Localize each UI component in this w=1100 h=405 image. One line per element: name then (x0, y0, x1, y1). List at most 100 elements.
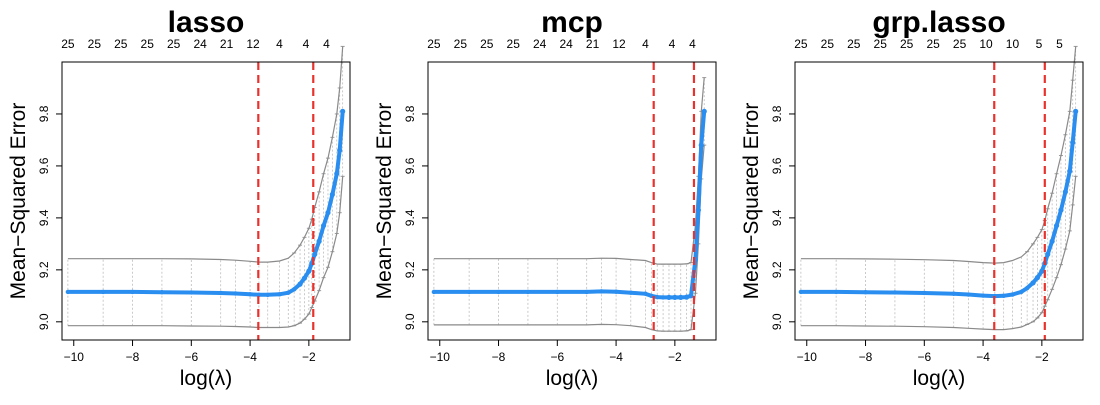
top-axis-label: 25 (794, 37, 808, 51)
top-axis-label: 25 (926, 37, 940, 51)
cv-error-point (1058, 207, 1064, 213)
cv-error-point (672, 294, 678, 300)
x-tick-label: −10 (430, 350, 451, 364)
cv-error-point (325, 210, 331, 216)
cv-error-point (265, 292, 270, 297)
cv-error-point (431, 289, 437, 295)
cv-error-point (1024, 285, 1030, 291)
y-tick-label: 9.6 (770, 157, 784, 174)
y-tick-label: 9.2 (37, 261, 51, 278)
cv-error-point (159, 289, 165, 295)
cv-error-curve (800, 111, 1078, 299)
cv-error-point (337, 147, 343, 153)
y-tick-label: 9.4 (403, 209, 417, 226)
cv-error-point (655, 294, 660, 300)
x-tick-label: −4 (976, 350, 990, 364)
cv-error-point (922, 290, 927, 296)
y-axis-label: Mean−Squared Error (7, 103, 30, 300)
cv-error-point (666, 294, 672, 300)
top-axis-label: 25 (454, 37, 468, 51)
cv-error-point (1067, 168, 1073, 174)
ci-lower-curve (800, 176, 1077, 331)
cv-error-point (555, 289, 560, 295)
cv-error-point (306, 268, 312, 274)
cv-error-point (643, 291, 648, 296)
x-tick-label: −10 (797, 350, 818, 364)
top-axis-label: 4 (689, 37, 696, 51)
cv-error-point (599, 289, 604, 294)
x-axis-label: log(λ) (546, 367, 599, 390)
cv-error-point (466, 289, 472, 295)
top-axis-label: 25 (821, 37, 835, 51)
x-tick-label: −4 (243, 350, 257, 364)
cv-error-point (1039, 268, 1045, 274)
cv-error-point (1030, 280, 1036, 286)
cv-error-point (684, 294, 690, 300)
y-tick-label: 9.4 (37, 209, 51, 226)
cv-error-point (286, 290, 291, 295)
x-tick-label: −2 (668, 350, 682, 364)
y-tick-label: 9.6 (37, 157, 51, 174)
cv-error-point (1019, 289, 1024, 295)
cv-error-point (329, 191, 335, 198)
x-tick-label: −8 (859, 350, 873, 364)
x-tick-label: −6 (184, 350, 198, 364)
plot-frame (61, 61, 351, 341)
cv-error-point (678, 294, 684, 300)
cv-error-curve (433, 111, 707, 300)
top-axis-label: 25 (114, 37, 128, 51)
x-axis-label: log(λ) (180, 367, 233, 390)
top-axis-label: 4 (303, 37, 310, 51)
cv-error-point (525, 289, 531, 295)
cv-error-point (301, 275, 308, 281)
cv-error-point (256, 292, 262, 297)
ci-upper-curve (433, 77, 705, 265)
top-axis-label: 5 (1036, 37, 1043, 51)
plot-frame (794, 61, 1084, 341)
cv-error-point (247, 292, 253, 297)
top-axis-label: 12 (246, 37, 260, 51)
cv-error-point (312, 251, 318, 257)
top-axis-label: 25 (167, 37, 181, 51)
x-tick-label: −8 (126, 350, 140, 364)
ci-upper-curve (67, 46, 344, 263)
ci-lower-curve (67, 176, 344, 329)
top-axis-label: 10 (1006, 37, 1020, 51)
chart-title: lasso (168, 6, 245, 39)
top-axis-label: 4 (669, 37, 676, 51)
cv-error-point (297, 281, 303, 287)
cv-error-point (695, 207, 701, 213)
y-tick-label: 9.6 (403, 157, 417, 174)
cv-error-point (613, 289, 619, 294)
top-axis-label: 25 (847, 37, 861, 51)
cv-error-point (649, 293, 654, 299)
top-axis-label: 5 (1056, 37, 1063, 51)
cv-error-point (1049, 238, 1055, 244)
plot-frame (427, 61, 717, 341)
cv-error-point (130, 289, 135, 295)
cv-error-point (698, 142, 704, 148)
cv-error-point (233, 291, 238, 296)
top-axis-label: 25 (141, 37, 155, 51)
cv-error-point (701, 108, 707, 114)
cv-error-point (798, 289, 804, 295)
cv-error-point (892, 290, 898, 295)
top-axis-label: 12 (612, 37, 626, 51)
y-axis-label: Mean−Squared Error (740, 103, 763, 300)
cv-error-point (951, 291, 956, 296)
x-tick-label: −2 (302, 350, 316, 364)
cv-error-point (316, 238, 322, 244)
cv-error-point (189, 290, 194, 295)
y-tick-label: 9.0 (37, 313, 51, 330)
cv-error-point (980, 293, 986, 298)
cv-error-curve (67, 111, 345, 297)
y-tick-label: 9.2 (403, 261, 417, 278)
top-axis-label: 25 (61, 37, 75, 51)
cv-error-point (100, 289, 106, 295)
cv-error-point (496, 289, 501, 295)
cv-error-point (863, 289, 868, 295)
top-axis-label: 25 (427, 37, 441, 51)
cv-error-point (833, 289, 839, 295)
